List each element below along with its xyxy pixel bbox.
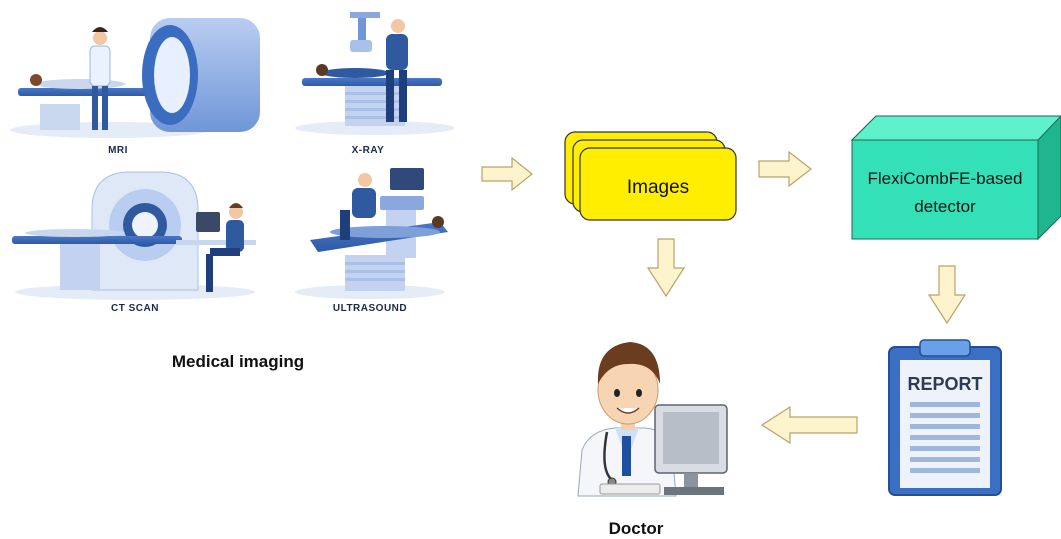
mri-caption: MRI: [108, 145, 128, 156]
arrow-images-to-detector: [758, 150, 812, 188]
ultrasound-caption: ULTRASOUND: [333, 303, 407, 314]
xray-technician: [386, 19, 408, 122]
ultrasound-technician: [340, 173, 376, 240]
medical-imaging-label: Medical imaging: [172, 352, 304, 371]
mri-illustration: MRI: [10, 18, 260, 156]
ultrasound-illustration: ULTRASOUND: [295, 168, 448, 314]
mri-technician: [89, 27, 111, 130]
clip-icon: [919, 339, 971, 357]
tie: [622, 436, 631, 476]
detector-label-line2: detector: [914, 197, 976, 216]
arrow-detector-to-report: [927, 265, 967, 325]
doctor-label: Doctor: [609, 519, 664, 538]
images-stack: Images: [564, 131, 737, 221]
ultrasound-monitor: [390, 168, 424, 190]
xray-illustration: X-RAY: [295, 12, 455, 156]
detector-label-line1: FlexiCombFE-based: [868, 169, 1023, 188]
mri-bed-base: [40, 104, 80, 130]
images-label: Images: [627, 177, 689, 198]
arrow-images-to-doctor: [646, 238, 686, 298]
ct-caption: CT SCAN: [111, 303, 159, 314]
ct-technician: [206, 203, 244, 292]
xray-table: [302, 78, 442, 86]
ct-monitor: [196, 212, 220, 232]
ct-bed: [12, 236, 182, 244]
ct-illustration: CT SCAN: [12, 171, 256, 314]
report-clipboard: REPORT: [888, 339, 1002, 496]
report-label: REPORT: [907, 374, 982, 394]
arrow-report-to-doctor: [760, 405, 858, 445]
xray-caption: X-RAY: [352, 145, 385, 156]
doctor-illustration: [577, 342, 728, 497]
report-lines: [910, 402, 980, 473]
images-box: [579, 147, 737, 221]
detector-box: FlexiCombFE-based detector: [850, 115, 1061, 241]
arrow-imaging-to-images: [481, 156, 533, 192]
